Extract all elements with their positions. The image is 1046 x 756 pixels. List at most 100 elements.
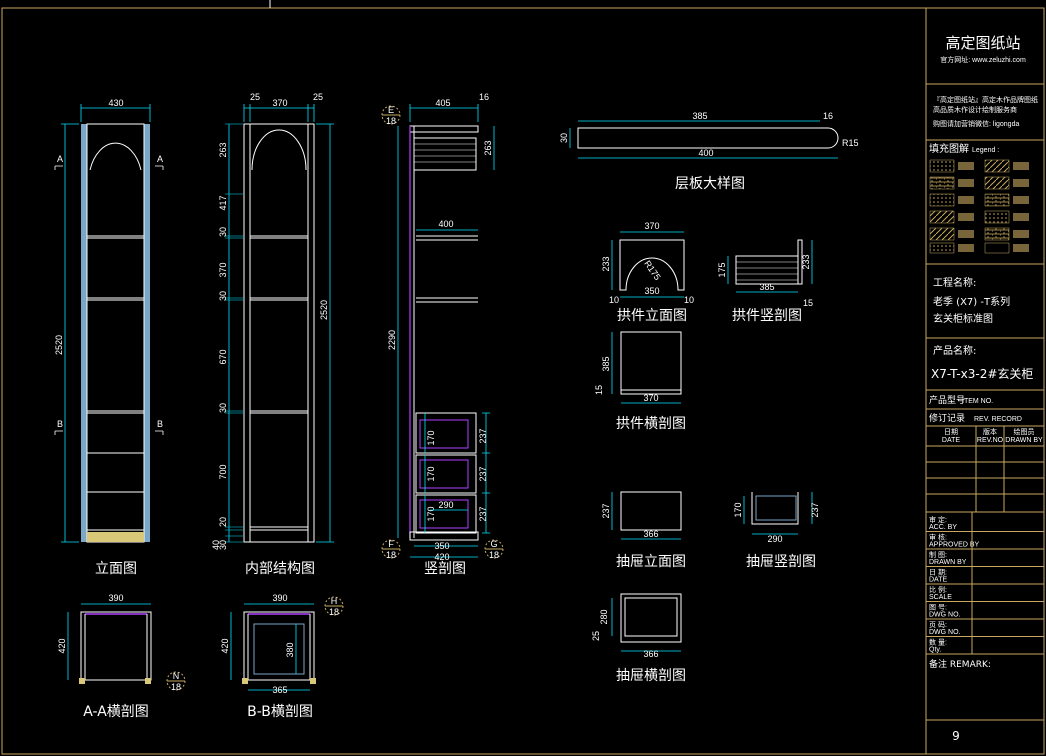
interior-caption: 内部结构图 [245,561,315,577]
seg-8: 20 [218,517,228,527]
aa-caption: A-A横剖图 [83,704,149,720]
arch-inner: 350 [644,286,659,296]
arch-height: 233 [601,256,611,271]
arch-horizontal-view[interactable]: 385 15 370 拱件横剖图 [594,331,686,432]
sign-off-table: 审 定:ACC. BY审 核:APPROVED BY制 图:DRAWN BY日 … [926,512,1044,655]
title-block[interactable]: 高定图纸站 官方网址: www.zeluzhi.com 『高定图纸站』高定木作品… [925,8,1044,754]
project-line1: 老季 (X7) -T系列 [933,295,1010,308]
drawer-h-1: 170 [426,466,436,481]
drawer-r-1: 237 [478,466,488,481]
legend-swatches [929,159,1029,254]
arch-radius: R175 [642,259,663,282]
arch-vert-caption: 拱件竖剖图 [732,308,802,324]
tag-e: E [388,105,394,115]
section-head: 263 [483,140,493,155]
section-aa-view[interactable]: 390 420 N 18 A-A横剖图 [57,593,186,720]
section-height: 2290 [387,330,397,350]
rev-col-date-cn: 日期 [944,428,958,436]
aa-height: 420 [57,638,67,653]
arch-elev-caption: 拱件立面图 [617,308,687,324]
sign-row-label-en: DWG NO. [929,629,961,636]
drawer-r-0: 237 [478,428,488,443]
interior-total: 2520 [319,300,329,320]
sign-row-label-cn: 审 定: [929,515,947,524]
website[interactable]: 官方网址: www.zeluzhi.com [940,55,1026,64]
section-bb-view[interactable]: 390 420 380 365 H 18 B-B横剖图 [220,593,344,720]
sign-row-label-cn: 制 图: [929,550,947,559]
product-label: 产品名称: [933,344,976,357]
tag-g-num: 18 [489,550,499,560]
drawerv-width: 290 [767,534,782,544]
drawere-height: 237 [601,503,611,518]
rev-col-ver-en: REV.NO [977,437,1004,444]
drawer-horizontal-view[interactable]: 280 25 366 抽屉横剖图 [591,593,686,684]
sign-row-label-cn: 数 量: [929,638,947,647]
archv-h-left: 175 [717,262,727,277]
sign-row-label-en: DATE [929,577,947,584]
sign-row-label-en: APPROVED BY [929,542,980,549]
shelf-detail-view[interactable]: 385 16 400 30 R15 层板大样图 [559,111,859,192]
bb-tag-num: 18 [329,607,339,617]
section-view[interactable]: 405 16 400 263 2290 170 170 170 237 237 … [381,92,504,577]
interior-top-left: 25 [250,92,260,102]
section-bottom-a: 350 [434,541,449,551]
drawerv-h-right: 237 [810,502,820,517]
drawer-vert-caption: 抽屉竖剖图 [746,554,816,570]
interior-view[interactable]: 25 370 25 263 417 30 370 30 670 30 700 2… [211,92,334,577]
bb-tag: H [331,596,338,606]
arch-vertical-view[interactable]: 175 233 385 15 拱件竖剖图 [717,239,813,324]
page-number: 9 [952,729,960,743]
left-side-panel [81,124,87,542]
note-line1: 『高定图纸站』高定木作品牌图纸 [933,95,1038,104]
arch-elevation-view[interactable]: 370 233 R175 350 10 10 拱件立面图 [601,221,694,324]
section-top: 405 [435,98,450,108]
legend-label: 填充图解 [929,142,969,155]
seg-6: 30 [218,403,228,413]
base-plinth [87,532,144,542]
tag-f: F [388,539,394,549]
tag-f-num: 18 [386,550,396,560]
section-b-right: B [157,419,163,429]
drawer-vertical-view[interactable]: 170 290 237 抽屉竖剖图 [733,492,820,570]
drawer-h-0: 170 [426,430,436,445]
tag-g: G [490,539,497,549]
section-a-right: A [157,154,163,164]
archh-side: 15 [594,385,604,395]
aa-tag-num: 18 [171,682,181,692]
drawer-r-2: 237 [478,506,488,521]
seg-5: 670 [218,349,228,364]
drawerh-height: 280 [599,609,609,624]
seg-1: 417 [218,195,228,210]
seg-0: 263 [218,142,228,157]
sign-row-label-cn: 日 期: [929,569,947,577]
section-bottom-b: 420 [434,552,449,562]
sign-row-label-cn: 比 例: [929,585,947,594]
model-label: 产品型号 [929,394,965,406]
drawer-elev-caption: 抽屉立面图 [616,554,686,570]
arch-top [89,142,142,171]
drawerh-side: 25 [591,631,601,641]
bb-bottom: 365 [272,685,287,695]
section-top-right: 16 [479,92,489,102]
sign-row-label-cn: 审 核: [929,533,947,542]
shelf-length: 385 [692,111,707,121]
archv-end: 15 [803,298,813,308]
note-line2: 高品质木作设计绘制服务商 [933,105,1017,114]
elevation-view[interactable]: 430 2520 A A B B 立面图 [54,98,164,577]
cabinet-body [86,123,145,543]
interior-top-right: 25 [313,92,323,102]
model-en: ITEM NO. [962,398,993,405]
sign-row-label-en: SCALE [929,594,952,601]
arch-right: 10 [684,295,694,305]
section-b-left: B [57,419,63,429]
rev-col-ver-cn: 版本 [983,427,997,436]
sign-row-label-en: DRAWN BY [929,559,967,566]
bb-height: 420 [220,638,230,653]
drawerh-width: 366 [643,649,658,659]
drawer-h-2: 170 [426,506,436,521]
seg-9: 40 [211,540,221,550]
drawer-elevation-view[interactable]: 237 366 抽屉立面图 [601,491,686,570]
drawer-horiz-caption: 抽屉横剖图 [616,668,686,684]
seg-10: 30 [218,540,228,550]
